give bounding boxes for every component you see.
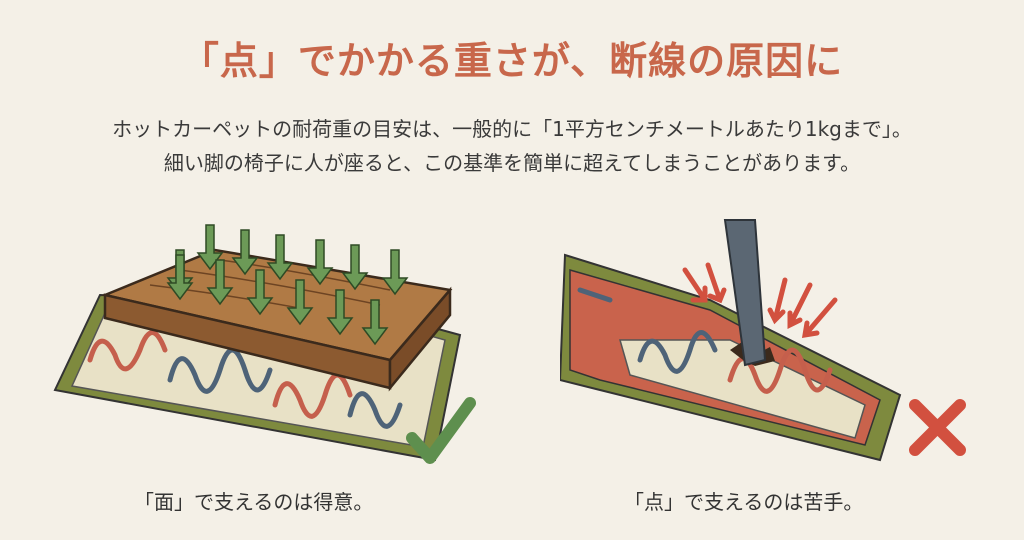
surface-load-illustration [53, 224, 476, 464]
chair-leg [723, 219, 767, 367]
headline: 「点」でかかる重さが、断線の原因に [180, 39, 844, 83]
impact-arrows [682, 262, 838, 339]
down-arrows [166, 224, 408, 345]
check-icon [406, 397, 476, 464]
caption-surface: 「面」で支えるのは得意。 [134, 490, 374, 514]
damaged-carpet [560, 253, 902, 462]
description: ホットカーペットの耐荷重の目安は、一般的に「1平方センチメートルあたり1kgまで… [0, 112, 1024, 180]
caption-point: 「点」で支えるのは苦手。 [624, 490, 864, 514]
description-line-2: 細い脚の椅子に人が座ると、この基準を簡単に超えてしまうことがあります。 [163, 151, 861, 175]
point-load-illustration [560, 219, 966, 462]
cross-icon [909, 399, 966, 456]
description-line-1: ホットカーペットの耐荷重の目安は、一般的に「1平方センチメートルあたり1kgまで… [112, 117, 912, 141]
